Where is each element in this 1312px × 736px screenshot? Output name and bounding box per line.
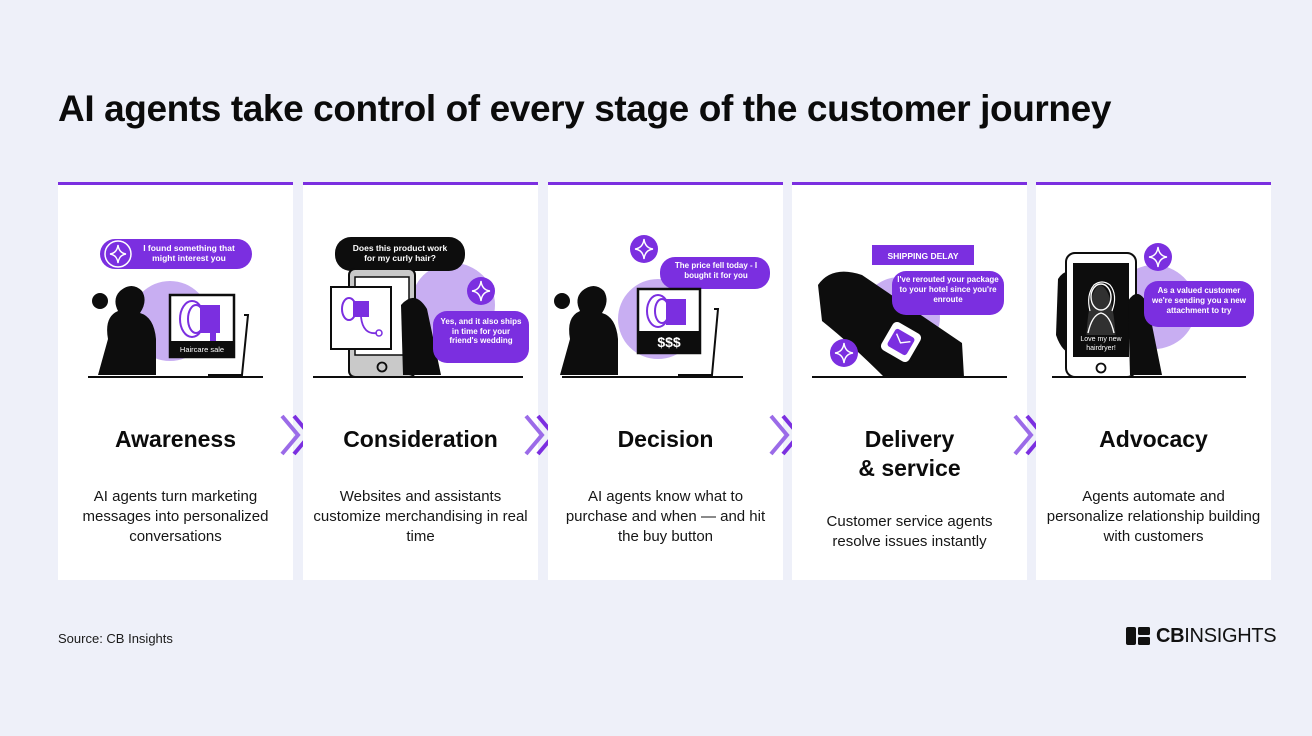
page-title: AI agents take control of every stage of…: [58, 88, 1111, 129]
envelope-icon: [895, 333, 911, 344]
logo-regular: INSIGHTS: [1184, 624, 1277, 647]
cb-insights-logo: CBINSIGHTS: [1126, 624, 1277, 648]
stage-description: Customer service agents resolve issues i…: [826, 513, 993, 550]
logo-wordmark: CBINSIGHTS: [1156, 624, 1277, 648]
stage-heading-line: & service: [858, 455, 961, 481]
sparkle-icon: [104, 240, 132, 268]
decision-illustration: The price fell today - I bought it for y…: [554, 235, 770, 378]
cb-insights-logo-icon: [1126, 627, 1150, 645]
bubble-text: Yes, and it also ships in time for your …: [440, 317, 522, 345]
stage-description: AI agents turn marketing messages into p…: [82, 488, 269, 545]
stage-heading: Advocacy: [1099, 426, 1208, 452]
stage-description: AI agents know what to purchase and when…: [565, 488, 766, 545]
stage-heading: Awareness: [114, 426, 237, 452]
bubble-text: I've rerouted your package to your hotel…: [897, 275, 999, 304]
stage-card-decision: The price fell today - I bought it for y…: [548, 182, 783, 580]
stage-heading-line: Delivery: [864, 426, 955, 452]
stage-description: Websites and assistants customize mercha…: [313, 488, 528, 545]
stage-card-advocacy: Love my new hairdryer! As a valued custo…: [1036, 182, 1271, 580]
shipping-delay-label: SHIPPING DELAY: [887, 251, 958, 261]
stage-description: Agents automate and personalize relation…: [1046, 488, 1261, 545]
source-note: Source: CB Insights: [58, 631, 173, 646]
review-label: Love my new hairdryer!: [1080, 336, 1122, 352]
stage-heading: Consideration: [343, 426, 498, 452]
stage-heading: Delivery & service: [792, 425, 1027, 483]
bubble-text: As a valued customer we're sending you a…: [1152, 286, 1246, 315]
stage-card-delivery-service: SHIPPING DELAY I've rerouted your packag…: [792, 182, 1027, 580]
screen-label: Haircare sale: [180, 345, 224, 354]
price-label: $$$: [657, 334, 681, 350]
logo-bold: CB: [1156, 624, 1185, 647]
advocacy-illustration: Love my new hairdryer! As a valued custo…: [1052, 243, 1254, 378]
stage-heading: Decision: [617, 426, 714, 452]
bubble-text: The price fell today - I bought it for y…: [674, 261, 758, 280]
delivery-illustration: SHIPPING DELAY I've rerouted your packag…: [812, 245, 1007, 378]
